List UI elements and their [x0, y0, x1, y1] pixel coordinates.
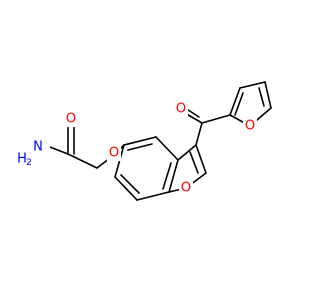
amide-nitrogen-label: N	[33, 140, 43, 155]
bond-c3-carbonyl	[195, 122, 203, 146]
bond-c3-c2	[195, 144, 207, 174]
furan-oxygen-atom: O	[243, 118, 257, 134]
ether-oxygen-label: O	[109, 146, 119, 161]
ketone-oxygen-label: O	[176, 102, 186, 117]
bond-c-ch2	[67, 153, 98, 169]
bond-furan-3	[264, 81, 272, 109]
benzofuran-oxygen-label: O	[181, 181, 191, 196]
bond-lines	[41, 81, 272, 201]
molecule-structure: O H 2 N O O O O	[14, 81, 272, 201]
bond-furan-1	[229, 87, 241, 116]
amide-hydrogen-count-label: 2	[26, 158, 32, 168]
amide-nitrogen-atom: H 2 N	[14, 138, 50, 168]
ketone-oxygen-atom: O	[174, 101, 188, 117]
bond-ring-3-inner	[162, 162, 172, 190]
amide-hydrogen-label: H	[17, 152, 27, 167]
ether-oxygen-atom: O	[107, 145, 121, 161]
bond-ring-3	[168, 159, 179, 193]
benzofuran-oxygen-atom: O	[179, 180, 193, 196]
bond-carbonyl-furan	[201, 114, 231, 124]
bond-furan-3-inner	[258, 87, 265, 107]
bond-ring-5-inner	[120, 174, 140, 194]
bond-ring-1	[123, 136, 157, 146]
bond-ring-2	[155, 136, 179, 161]
amide-oxygen-label: O	[66, 112, 76, 127]
bond-c3a-c3	[177, 144, 197, 161]
bond-ring-1-inner	[127, 143, 153, 151]
bond-ring-5	[114, 176, 138, 201]
bond-furan-1-inner	[234, 92, 244, 116]
bond-c3-c2-inner	[189, 151, 199, 174]
bond-furan-2	[239, 81, 266, 89]
furan-oxygen-label: O	[245, 119, 255, 134]
bond-ring-4	[136, 191, 170, 201]
amide-oxygen-atom: O	[64, 111, 78, 127]
